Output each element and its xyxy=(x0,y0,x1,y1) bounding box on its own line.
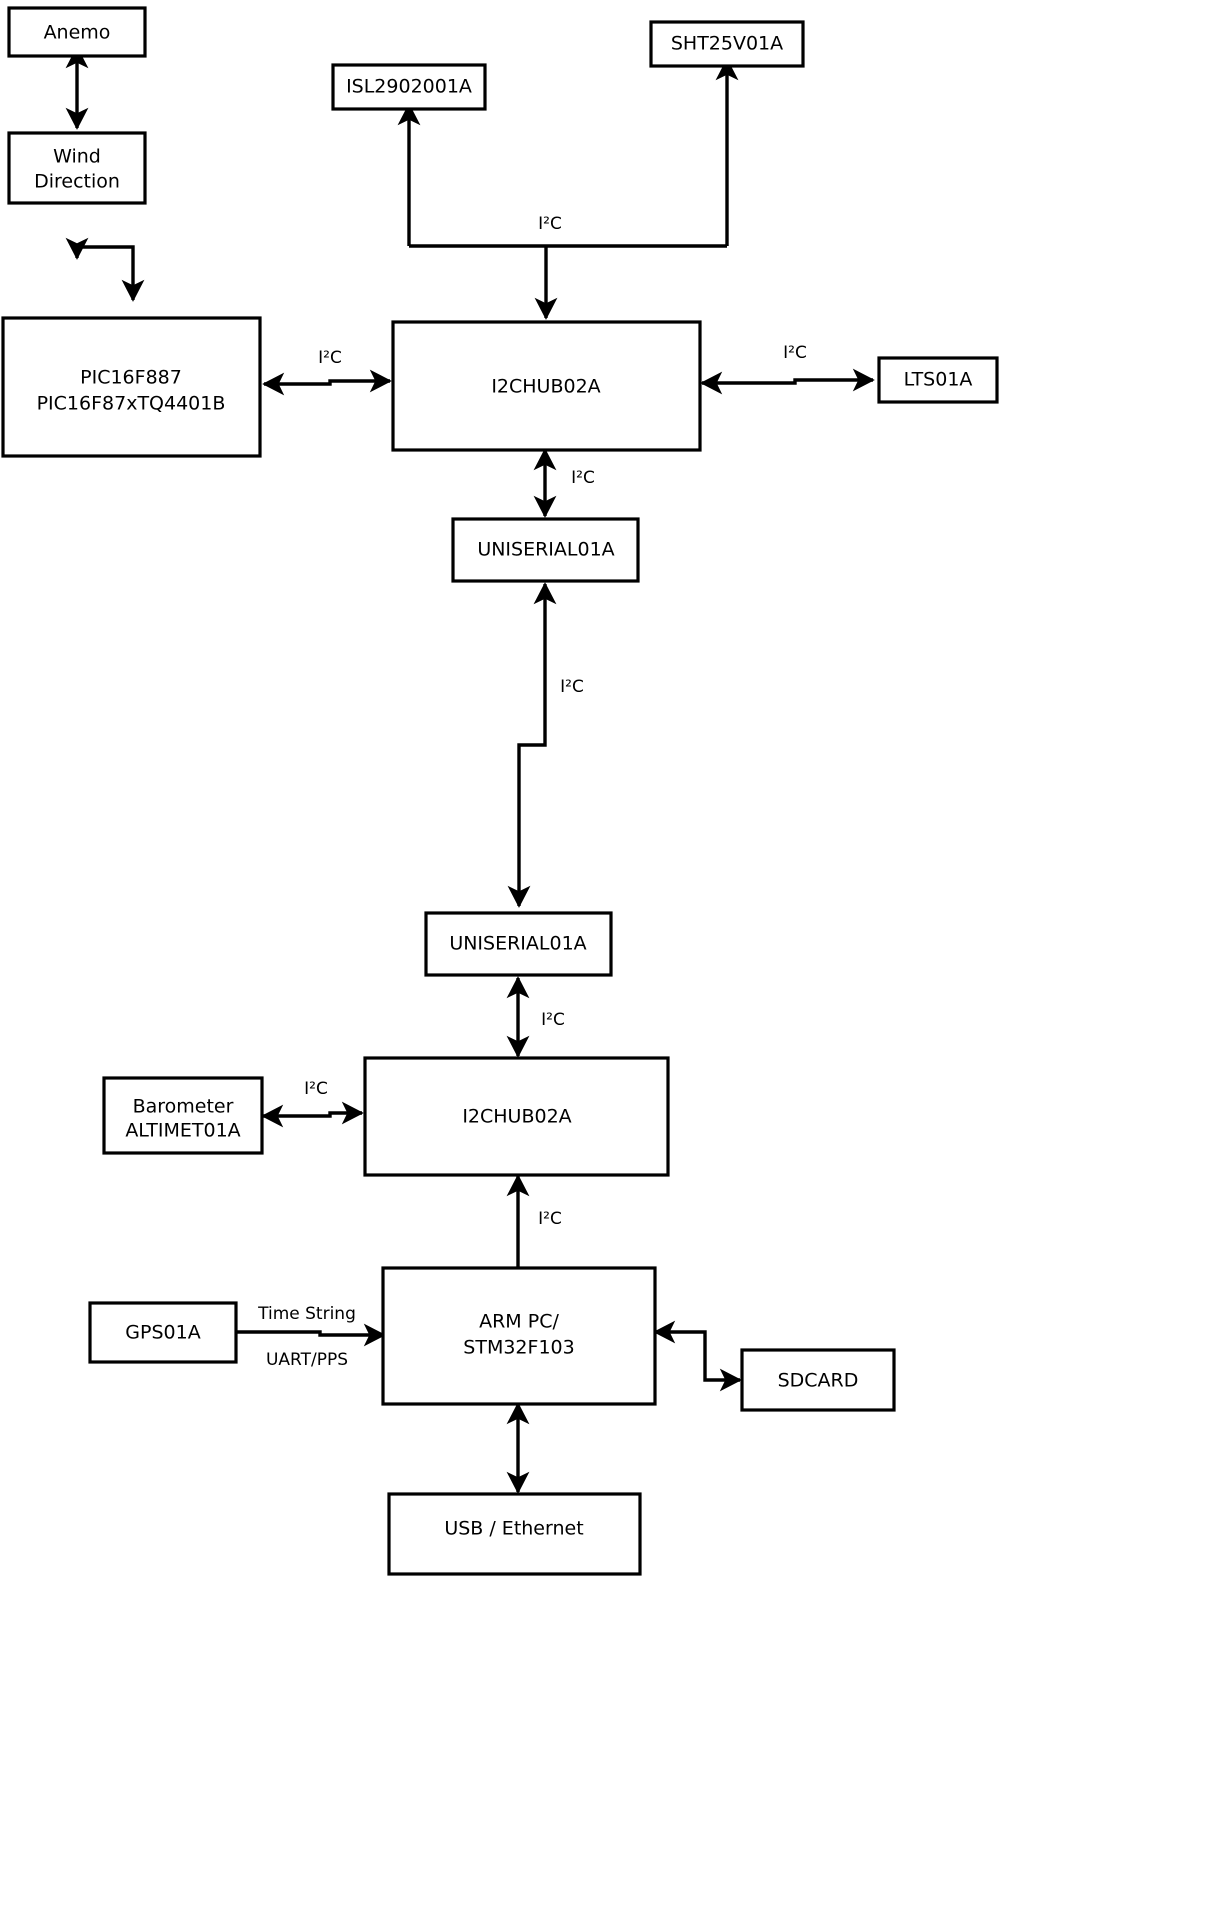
node-gps01a-box[interactable] xyxy=(88,1301,238,1364)
node-usb-ethernet-label: USB / Ethernet xyxy=(444,1518,583,1540)
node-uniserial01a-top[interactable]: UNISERIAL01A xyxy=(451,517,640,583)
node-anemo[interactable]: Anemo xyxy=(7,6,147,58)
node-uniserial01a-bottom-label: UNISERIAL01A xyxy=(449,933,586,955)
node-wind-direction-label-line2: Direction xyxy=(34,171,120,193)
node-lts01a-box[interactable] xyxy=(877,356,999,404)
node-sht25v01a[interactable]: SHT25V01A xyxy=(649,20,805,68)
node-anemo-label: Anemo xyxy=(44,22,111,44)
edge-gps-arm xyxy=(237,1323,386,1347)
node-uniserial01a-top-box[interactable] xyxy=(451,517,640,583)
edge-hub-top-lts xyxy=(700,368,875,395)
node-barometer[interactable]: Barometer ALTIMET01A xyxy=(102,1076,264,1155)
node-i2chub02a-bottom[interactable]: I2CHUB02A xyxy=(363,1056,670,1177)
node-sdcard-label: SDCARD xyxy=(778,1370,859,1392)
edge-label-time-string: Time String xyxy=(257,1304,356,1324)
node-usb-ethernet-box[interactable] xyxy=(387,1492,642,1576)
edge-label-i2c-uniserial-hub2: I²C xyxy=(541,1010,565,1030)
node-pic16f887[interactable]: PIC16F887 PIC16F87xTQ4401B xyxy=(1,316,262,458)
node-arm-pc-label-line2: STM32F103 xyxy=(463,1337,574,1359)
node-i2chub02a-bottom-label: I2CHUB02A xyxy=(462,1106,571,1128)
node-pic16f887-label-line2: PIC16F87xTQ4401B xyxy=(37,393,226,415)
node-i2chub02a-top-box[interactable] xyxy=(391,320,702,452)
edge-label-i2c-hub2-arm: I²C xyxy=(538,1209,562,1229)
node-wind-direction[interactable]: Wind Direction xyxy=(7,131,147,205)
node-sht25v01a-box[interactable] xyxy=(649,20,805,68)
node-arm-pc[interactable]: ARM PC/ STM32F103 xyxy=(381,1266,657,1406)
node-barometer-label-line2: ALTIMET01A xyxy=(125,1120,240,1142)
edge-uniserial-link xyxy=(507,582,557,908)
node-uniserial01a-bottom-box[interactable] xyxy=(424,911,613,977)
edge-hub-top-sensors-bus xyxy=(397,58,739,320)
edge-arm-sdcard xyxy=(653,1320,742,1392)
node-isl2902001a-box[interactable] xyxy=(331,63,487,111)
node-arm-pc-label-line1: ARM PC/ xyxy=(479,1311,559,1333)
node-anemo-box[interactable] xyxy=(7,6,147,58)
edge-pic-hub-top xyxy=(262,369,392,396)
node-wind-direction-label-line1: Wind xyxy=(53,146,101,168)
edge-label-i2c-pic-hub: I²C xyxy=(318,348,342,368)
node-sdcard-box[interactable] xyxy=(740,1348,896,1412)
node-gps01a-label: GPS01A xyxy=(125,1322,200,1344)
node-sht25v01a-label: SHT25V01A xyxy=(671,33,783,55)
edge-label-i2c-hub-top-sensors: I²C xyxy=(538,214,562,234)
node-wind-direction-box[interactable] xyxy=(7,131,147,205)
node-arm-pc-box[interactable] xyxy=(381,1266,657,1406)
node-sdcard[interactable]: SDCARD xyxy=(740,1348,896,1412)
node-lts01a-label: LTS01A xyxy=(904,369,973,391)
node-isl2902001a[interactable]: ISL2902001A xyxy=(331,63,487,111)
node-uniserial01a-bottom[interactable]: UNISERIAL01A xyxy=(424,911,613,977)
node-barometer-label-line1: Barometer xyxy=(133,1096,234,1118)
node-lts01a[interactable]: LTS01A xyxy=(877,356,999,404)
node-pic16f887-label-line1: PIC16F887 xyxy=(80,367,182,389)
edge-label-i2c-hub-lts: I²C xyxy=(783,343,807,363)
edge-label-i2c-hub-uniserial: I²C xyxy=(571,468,595,488)
node-gps01a[interactable]: GPS01A xyxy=(88,1301,238,1364)
node-uniserial01a-top-label: UNISERIAL01A xyxy=(477,539,614,561)
edge-barometer-hub-bot xyxy=(261,1101,364,1128)
node-i2chub02a-top[interactable]: I2CHUB02A xyxy=(391,320,702,452)
edge-label-uart-pps: UART/PPS xyxy=(266,1350,348,1370)
edge-label-i2c-barometer-hub2: I²C xyxy=(304,1079,328,1099)
node-pic16f887-box[interactable] xyxy=(1,316,262,458)
edge-pic-wind xyxy=(65,237,145,302)
node-isl2902001a-label: ISL2902001A xyxy=(346,76,472,98)
node-usb-ethernet[interactable]: USB / Ethernet xyxy=(387,1492,642,1576)
edge-label-i2c-uniserial-link: I²C xyxy=(560,677,584,697)
node-barometer-box[interactable] xyxy=(102,1076,264,1155)
node-i2chub02a-bottom-box[interactable] xyxy=(363,1056,670,1177)
node-i2chub02a-top-label: I2CHUB02A xyxy=(491,376,600,398)
